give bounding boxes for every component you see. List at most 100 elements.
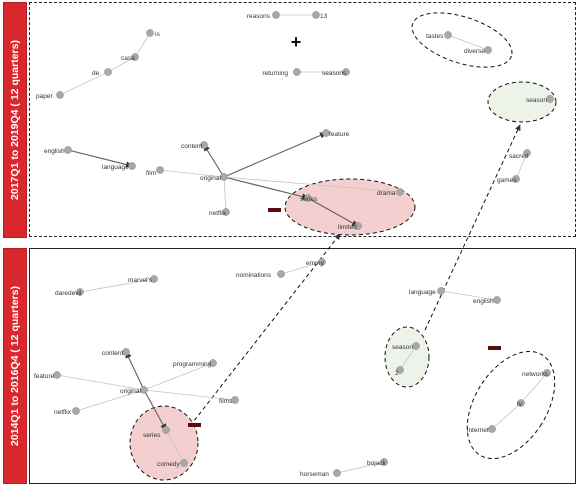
top-node-casa[interactable] — [131, 53, 139, 61]
bottom-node-label-series: series — [143, 432, 161, 439]
bottom-node-bojack[interactable] — [380, 458, 388, 466]
top-node-label-reasons: reasons — [247, 13, 271, 20]
top-edge-original-series — [223, 176, 309, 200]
bottom-node-series[interactable] — [162, 426, 170, 434]
bottom-node-label-netflix: netflix — [54, 409, 72, 416]
top-edge-casa-de — [107, 56, 136, 73]
bottom-node-label-language: language — [409, 289, 436, 296]
top-node-paper[interactable] — [56, 91, 64, 99]
top-edge-original-feature — [223, 132, 327, 178]
top-edge-english-language — [67, 149, 133, 168]
top-node-label-returning: returning — [262, 70, 288, 77]
top-node-label-season: season — [526, 97, 547, 104]
bottom-node-label-bojack: bojack — [367, 460, 387, 467]
top-node-tastes[interactable] — [444, 31, 452, 39]
top-node-13[interactable] — [312, 11, 320, 19]
top-node-label-netflix: netflix — [209, 210, 227, 217]
top-node-sacred[interactable] — [523, 149, 531, 157]
bottom-edge-original-netflix — [75, 389, 145, 412]
top-node-english[interactable] — [64, 146, 72, 154]
bottom-node-2[interactable] — [396, 366, 404, 374]
top-node-seasons[interactable] — [342, 68, 350, 76]
top-node-de[interactable] — [104, 68, 112, 76]
bottom-edge-season-2 — [399, 345, 417, 371]
bottom-node-label-programming: programming — [173, 361, 212, 368]
top-node-label-series: series — [300, 196, 318, 203]
top-edge-original-drama — [223, 176, 401, 193]
bottom-node-comedy[interactable] — [180, 459, 188, 467]
bottom-node-original[interactable] — [140, 386, 148, 394]
bottom-node-internet[interactable] — [488, 425, 496, 433]
top-node-label-paper: paper — [36, 93, 53, 100]
top-node-series[interactable] — [304, 194, 312, 202]
minus-sign-networks — [488, 346, 501, 350]
cluster-limited-series — [284, 178, 416, 236]
bottom-node-label-feature: feature — [34, 373, 55, 380]
top-node-label-film: film — [146, 170, 156, 177]
top-node-original[interactable] — [220, 173, 228, 181]
bottom-node-label-nominations: nominations — [236, 272, 272, 279]
bottom-node-language[interactable] — [437, 287, 445, 295]
top-node-label-casa: casa — [121, 55, 135, 62]
top-node-is[interactable] — [146, 29, 154, 37]
cluster-season-early — [384, 326, 430, 388]
top-node-netflix[interactable] — [222, 208, 230, 216]
top-node-label-content: content — [181, 143, 203, 150]
bottom-node-label-films: films — [219, 398, 233, 405]
bottom-node-label-horseman: horseman — [300, 471, 329, 478]
top-node-drama[interactable] — [396, 188, 404, 196]
bottom-node-label-english: english — [473, 298, 494, 305]
bottom-node-label-marvels: marvel's — [128, 277, 153, 284]
top-node-limited[interactable] — [354, 222, 362, 230]
bottom-node-emmy[interactable] — [318, 258, 326, 266]
top-node-label-language: language — [102, 164, 129, 171]
top-node-label-feature: feature — [329, 131, 350, 138]
bottom-node-english[interactable] — [493, 296, 501, 304]
link-season-to-season — [424, 124, 521, 331]
bottom-node-networks[interactable] — [543, 369, 551, 377]
bottom-edge-original-feature — [56, 374, 145, 391]
bottom-edge-series-comedy — [165, 429, 185, 464]
top-node-label-sacred: sacred — [509, 153, 529, 160]
bottom-node-label-daredevil: daredevil — [55, 290, 82, 297]
bottom-node-netflix[interactable] — [72, 407, 80, 415]
bottom-node-season[interactable] — [412, 342, 420, 350]
top-edge-series-limited — [307, 197, 359, 227]
top-node-label-diverse: diverse — [464, 48, 485, 55]
bottom-edge-horseman-bojack — [336, 461, 385, 474]
bottom-node-tv[interactable] — [517, 399, 525, 407]
top-node-games[interactable] — [512, 175, 520, 183]
bottom-node-marvels[interactable] — [150, 275, 158, 283]
bottom-node-films[interactable] — [231, 396, 239, 404]
bottom-edge-networks-tv — [520, 372, 548, 404]
top-node-feature[interactable] — [322, 129, 330, 137]
bottom-node-label-networks: networks — [522, 371, 549, 378]
bottom-node-label-comedy: comedy — [157, 461, 181, 468]
bottom-edge-marvels-daredevil — [79, 278, 155, 293]
bottom-node-programming[interactable] — [209, 359, 217, 367]
top-node-film[interactable] — [156, 166, 164, 174]
bottom-node-horseman[interactable] — [333, 469, 341, 477]
cluster-tastes-diverse — [411, 12, 513, 68]
top-node-language[interactable] — [128, 162, 136, 170]
top-node-label-games: games — [497, 177, 517, 184]
bottom-edge-original-programming — [143, 362, 214, 391]
top-edge-original-netflix — [223, 176, 227, 213]
bottom-node-daredevil[interactable] — [76, 288, 84, 296]
top-node-returning[interactable] — [293, 68, 301, 76]
top-node-season[interactable] — [546, 95, 554, 103]
top-node-label-seasons: seasons — [322, 70, 347, 77]
bottom-node-content[interactable] — [122, 348, 130, 356]
bottom-node-feature[interactable] — [53, 371, 61, 379]
bottom-node-label-emmy: emmy — [306, 260, 324, 267]
cluster-networks-tv-internet — [466, 350, 556, 460]
bottom-edge-original-series — [143, 389, 167, 431]
bottom-node-nominations[interactable] — [277, 270, 285, 278]
bottom-node-label-content: content — [102, 350, 124, 357]
period-band-recent: 2017Q1 to 2019Q4 ( 12 quarters) — [3, 2, 27, 238]
top-node-label-13: 13 — [320, 13, 328, 20]
top-node-content[interactable] — [200, 141, 208, 149]
top-node-diverse[interactable] — [484, 46, 492, 54]
top-node-reasons[interactable] — [272, 11, 280, 19]
